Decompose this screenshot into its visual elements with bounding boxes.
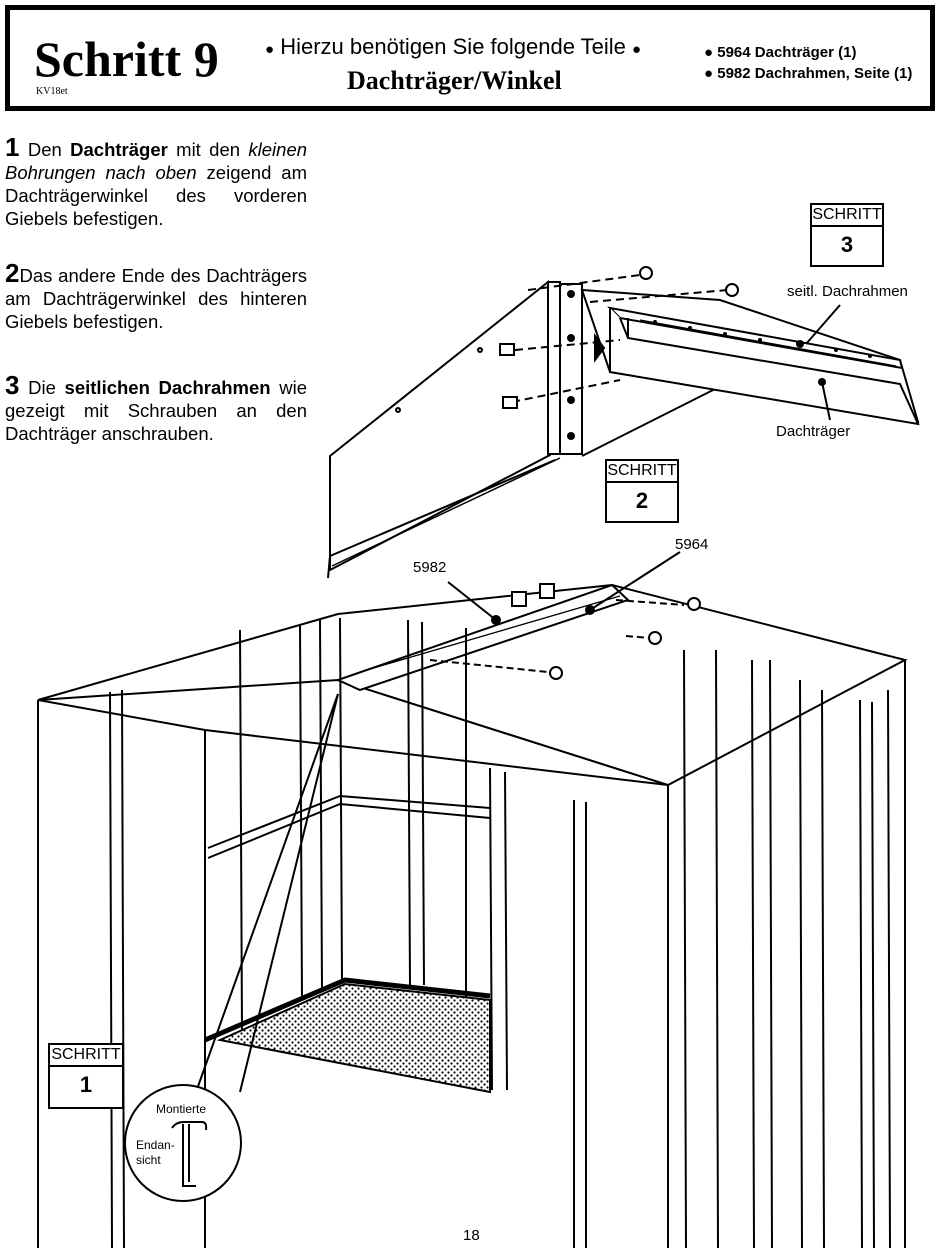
- parts-intro: ● Hierzu benötigen Sie folgende Teile ●: [265, 34, 641, 60]
- step-box-1: SCHRITT 1: [48, 1043, 124, 1109]
- instruction-number: 2: [5, 258, 20, 288]
- bullet-icon: ●: [704, 65, 718, 82]
- instruction-1: 1 Den Dachträger mit den kleinen Bohrung…: [5, 132, 308, 229]
- label-side-frame: seitl. Dachrahmen: [787, 283, 908, 300]
- label-mounted: Montierte: [156, 1102, 207, 1116]
- instruction-2: 2Das andere Ende des Dachträgers am Dach…: [5, 258, 307, 332]
- label-end-view-2: sicht: [136, 1153, 161, 1167]
- instruction-number: 1: [5, 132, 20, 162]
- step-header: Schritt 9 KV18et ● Hierzu benötigen Sie …: [5, 5, 935, 111]
- label-part-5964: 5964: [675, 536, 709, 553]
- bullet-icon: ●: [265, 41, 275, 58]
- shed-structure: [37, 551, 908, 1248]
- instruction-number: 3: [5, 370, 20, 400]
- instruction-3: 3 Die seitlichen Dachrahmen wie gezeigt …: [5, 370, 308, 444]
- parts-intro-text: Hierzu benötigen Sie folgende Teile: [280, 34, 626, 59]
- step-title: Schritt 9: [34, 31, 219, 87]
- page-number: 18: [463, 1227, 480, 1244]
- step-box-3: SCHRITT 3: [810, 203, 884, 267]
- step-box-2: SCHRITT 2: [605, 459, 679, 523]
- document-code: KV18et: [36, 86, 68, 97]
- label-part-5982: 5982: [413, 559, 447, 576]
- bullet-icon: ●: [632, 41, 642, 58]
- parts-list-item: ● 5982 Dachrahmen, Seite (1): [704, 65, 913, 82]
- end-view-inset: [124, 1084, 242, 1202]
- label-beam: Dachträger: [776, 423, 851, 440]
- detail-view-top: [327, 266, 920, 579]
- parts-list-item: ● 5964 Dachträger (1): [704, 44, 857, 61]
- parts-subtitle: Dachträger/Winkel: [347, 66, 562, 95]
- parts-list: ● 5964 Dachträger (1) ● 5982 Dachrahmen,…: [704, 42, 912, 84]
- label-end-view-1: Endan-: [136, 1138, 175, 1152]
- bullet-icon: ●: [704, 44, 718, 61]
